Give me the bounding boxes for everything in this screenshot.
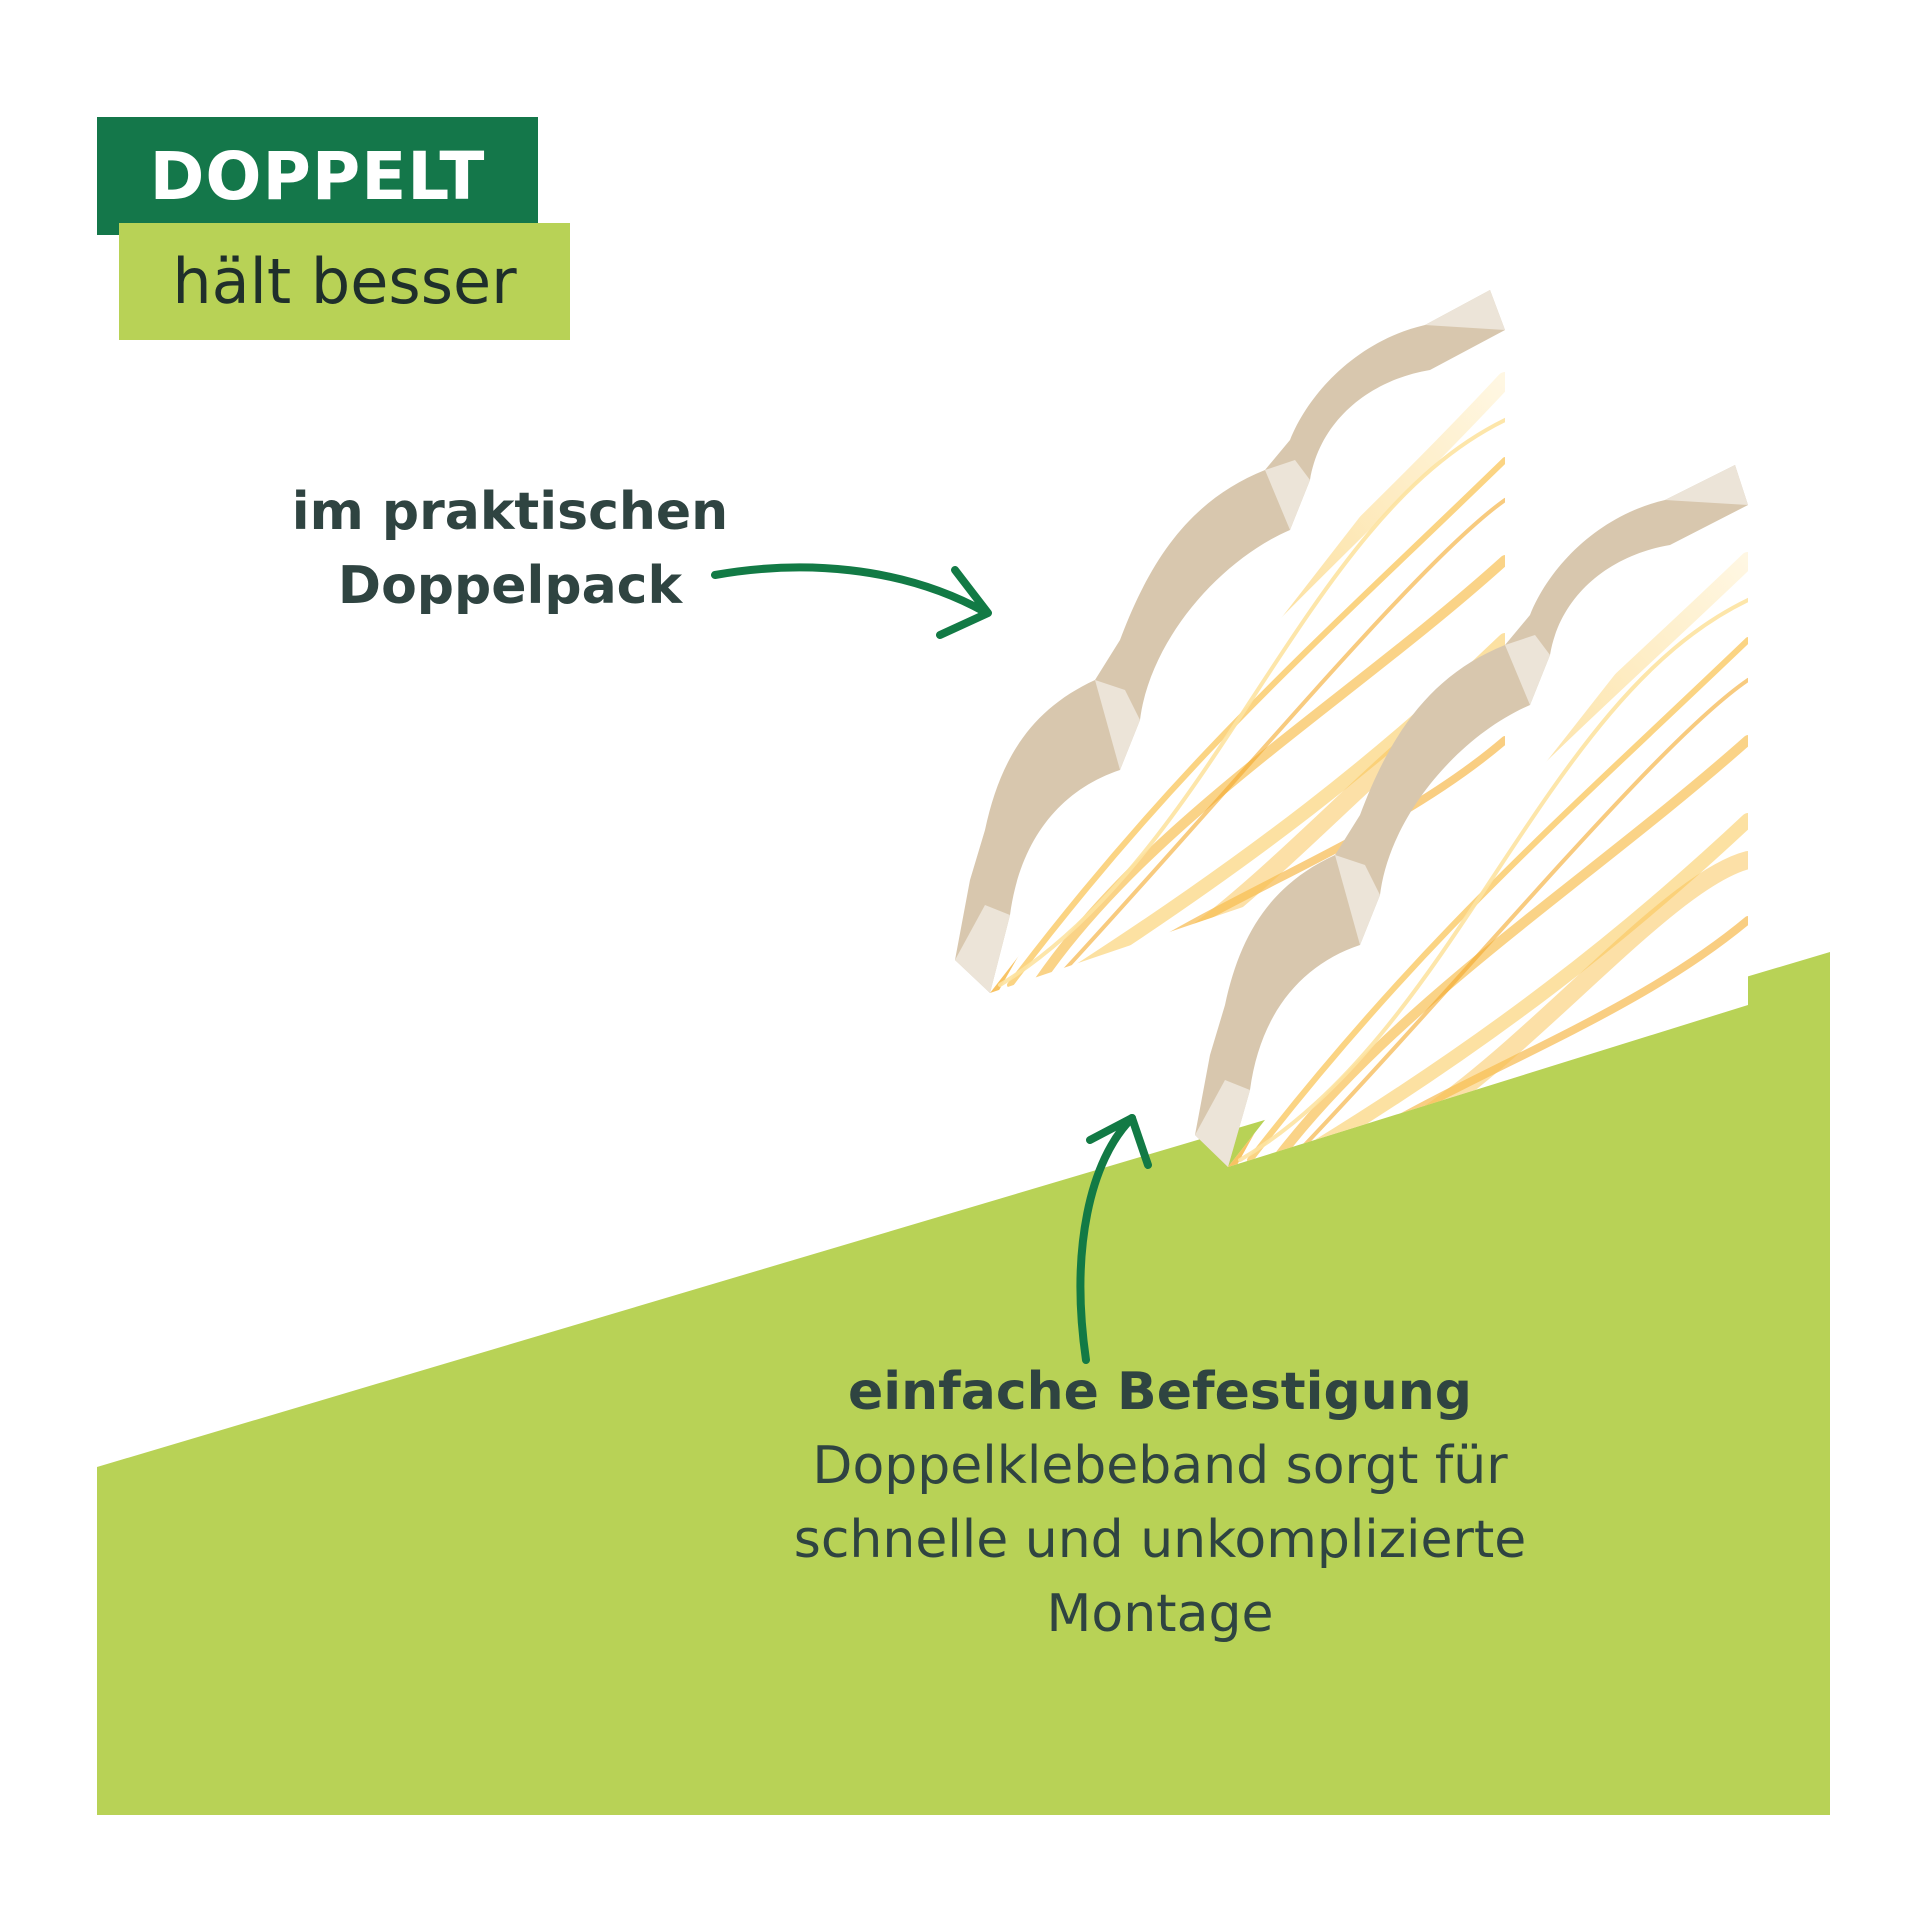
callout-fixing-line2: schnelle und unkomplizierte bbox=[793, 1510, 1527, 1570]
arrow-pack-icon bbox=[711, 563, 992, 639]
green-slope-background bbox=[97, 952, 1830, 1815]
arrow-fixing-icon bbox=[1076, 1114, 1152, 1364]
callout-fixing-line1: Doppelklebeband sorgt für bbox=[812, 1436, 1508, 1496]
photo-corner-product-right bbox=[1195, 465, 1748, 1167]
badge-subtitle: hält besser bbox=[172, 245, 517, 318]
badge-title: DOPPELT bbox=[149, 137, 486, 215]
callout-doppelpack: im praktischen Doppelpack bbox=[240, 475, 780, 623]
photo-corner-product-left bbox=[955, 290, 1505, 993]
badge-bottom-bar bbox=[119, 223, 570, 340]
callout-doppelpack-line1: im praktischen bbox=[291, 482, 729, 542]
callout-fixing-line3: Montage bbox=[1046, 1584, 1274, 1644]
badge-top-bar bbox=[97, 117, 538, 235]
callout-fixing-title: einfache Befestigung bbox=[848, 1362, 1472, 1422]
callout-fixing: einfache Befestigung Doppelklebeband sor… bbox=[690, 1355, 1630, 1651]
callout-doppelpack-line2: Doppelpack bbox=[337, 556, 683, 616]
